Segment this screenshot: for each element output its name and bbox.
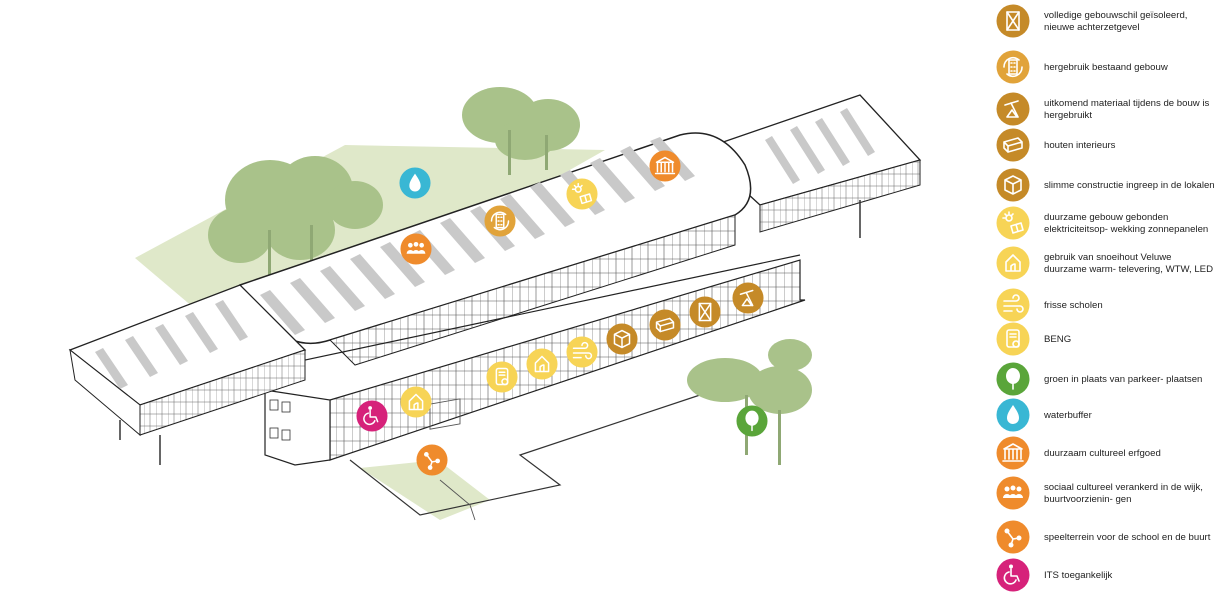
legend-label: speelterrein voor de school en de buurt [1044,532,1211,543]
roof-stripes-left [95,300,248,389]
legend-item: houten interieurs [996,128,1220,164]
beng-certificate-icon [996,322,1030,356]
legend-item: ITS toegankelijk [996,558,1220,594]
legend-label: hergebruik bestaand gebouw [1044,62,1168,73]
courtyard-wall [349,394,701,516]
legend-item: hergebruik bestaand gebouw [996,50,1220,86]
legend-label: sociaal cultureel verankerd in de wijk, … [1044,482,1203,505]
heat-network-icon [526,348,558,380]
legend-item: volledige gebouwschil geïsoleerd, nieuwe… [996,4,1220,40]
legend-label: uitkomend materiaal tijdens de bouw is h… [1044,98,1210,121]
legend-label: frisse scholen [1044,300,1103,311]
legend-item: slimme constructie ingreep in de lokalen [996,168,1220,204]
legend-label: ITS toegankelijk [1044,570,1113,581]
legend-label: slimme constructie ingreep in de lokalen [1044,180,1215,191]
roof-stripes-right [765,108,875,184]
tree-group-back [462,87,580,175]
legend-item: waterbuffer [996,398,1220,434]
facade-upper [329,214,736,366]
legend-label: waterbuffer [1044,410,1092,421]
legend-label: volledige gebouwschil geïsoleerd, nieuwe… [1044,10,1188,33]
wood-interior-icon [996,128,1030,162]
playground-icon [416,444,448,476]
beng-certificate-icon [486,361,518,393]
legend-item: duurzame gebouw gebonden elektriciteitso… [996,206,1220,242]
tree-group-left [208,156,383,290]
legend-item: groen in plaats van parkeer- plaatsen [996,362,1220,398]
facade-right-wing [759,159,921,233]
fresh-air-icon [996,288,1030,322]
legend-label: duurzaam cultureel erfgoed [1044,448,1161,459]
legend-label: gebruik van snoeihout Veluwe duurzame wa… [1044,252,1214,275]
reuse-building-icon [484,205,516,237]
wood-interior-icon [649,309,681,341]
legend-item: gebruik van snoeihout Veluwe duurzame wa… [996,246,1220,282]
solar-panel-icon [996,206,1030,240]
reuse-building-icon [996,50,1030,84]
legend-label: groen in plaats van parkeer- plaatsen [1044,374,1203,385]
legend-label: houten interieurs [1044,140,1116,151]
fresh-air-icon [566,336,598,368]
smart-construction-icon [606,323,638,355]
insulated-wall-icon [996,4,1030,38]
legend-item: speelterrein voor de school en de buurt [996,520,1220,556]
legend-item: sociaal cultureel verankerd in de wijk, … [996,476,1220,512]
water-drop-icon [996,398,1030,432]
community-icon [400,233,432,265]
legend-item: frisse scholen [996,288,1220,324]
tree-group-front-right [687,339,812,465]
reused-material-icon [996,92,1030,126]
legend-label: BENG [1044,334,1072,345]
insulated-wall-icon [689,296,721,328]
reused-material-icon [732,282,764,314]
legend: volledige gebouwschil geïsoleerd, nieuwe… [990,0,1220,598]
legend-item: BENG [996,322,1220,358]
legend-item: uitkomend materiaal tijdens de bouw is h… [996,92,1220,128]
heritage-building-icon [996,436,1030,470]
green-ground-front [360,460,490,520]
playground-icon [996,520,1030,554]
water-drop-icon [399,167,431,199]
solar-panel-icon [566,178,598,210]
wheelchair-icon [996,558,1030,592]
smart-construction-icon [996,168,1030,202]
tree-icon [736,405,768,437]
legend-label: duurzame gebouw gebonden elektriciteitso… [1044,212,1209,235]
wheelchair-icon [356,400,388,432]
heat-network-icon [996,246,1030,280]
community-icon [996,476,1030,510]
legend-item: duurzaam cultureel erfgoed [996,436,1220,472]
tree-icon [996,362,1030,396]
facade-plinth [264,389,331,466]
heat-network-icon [400,386,432,418]
heritage-building-icon [649,150,681,182]
diagram-markers [356,150,768,476]
plinth-windows [269,399,291,441]
building-axonometric-diagram [68,87,922,521]
